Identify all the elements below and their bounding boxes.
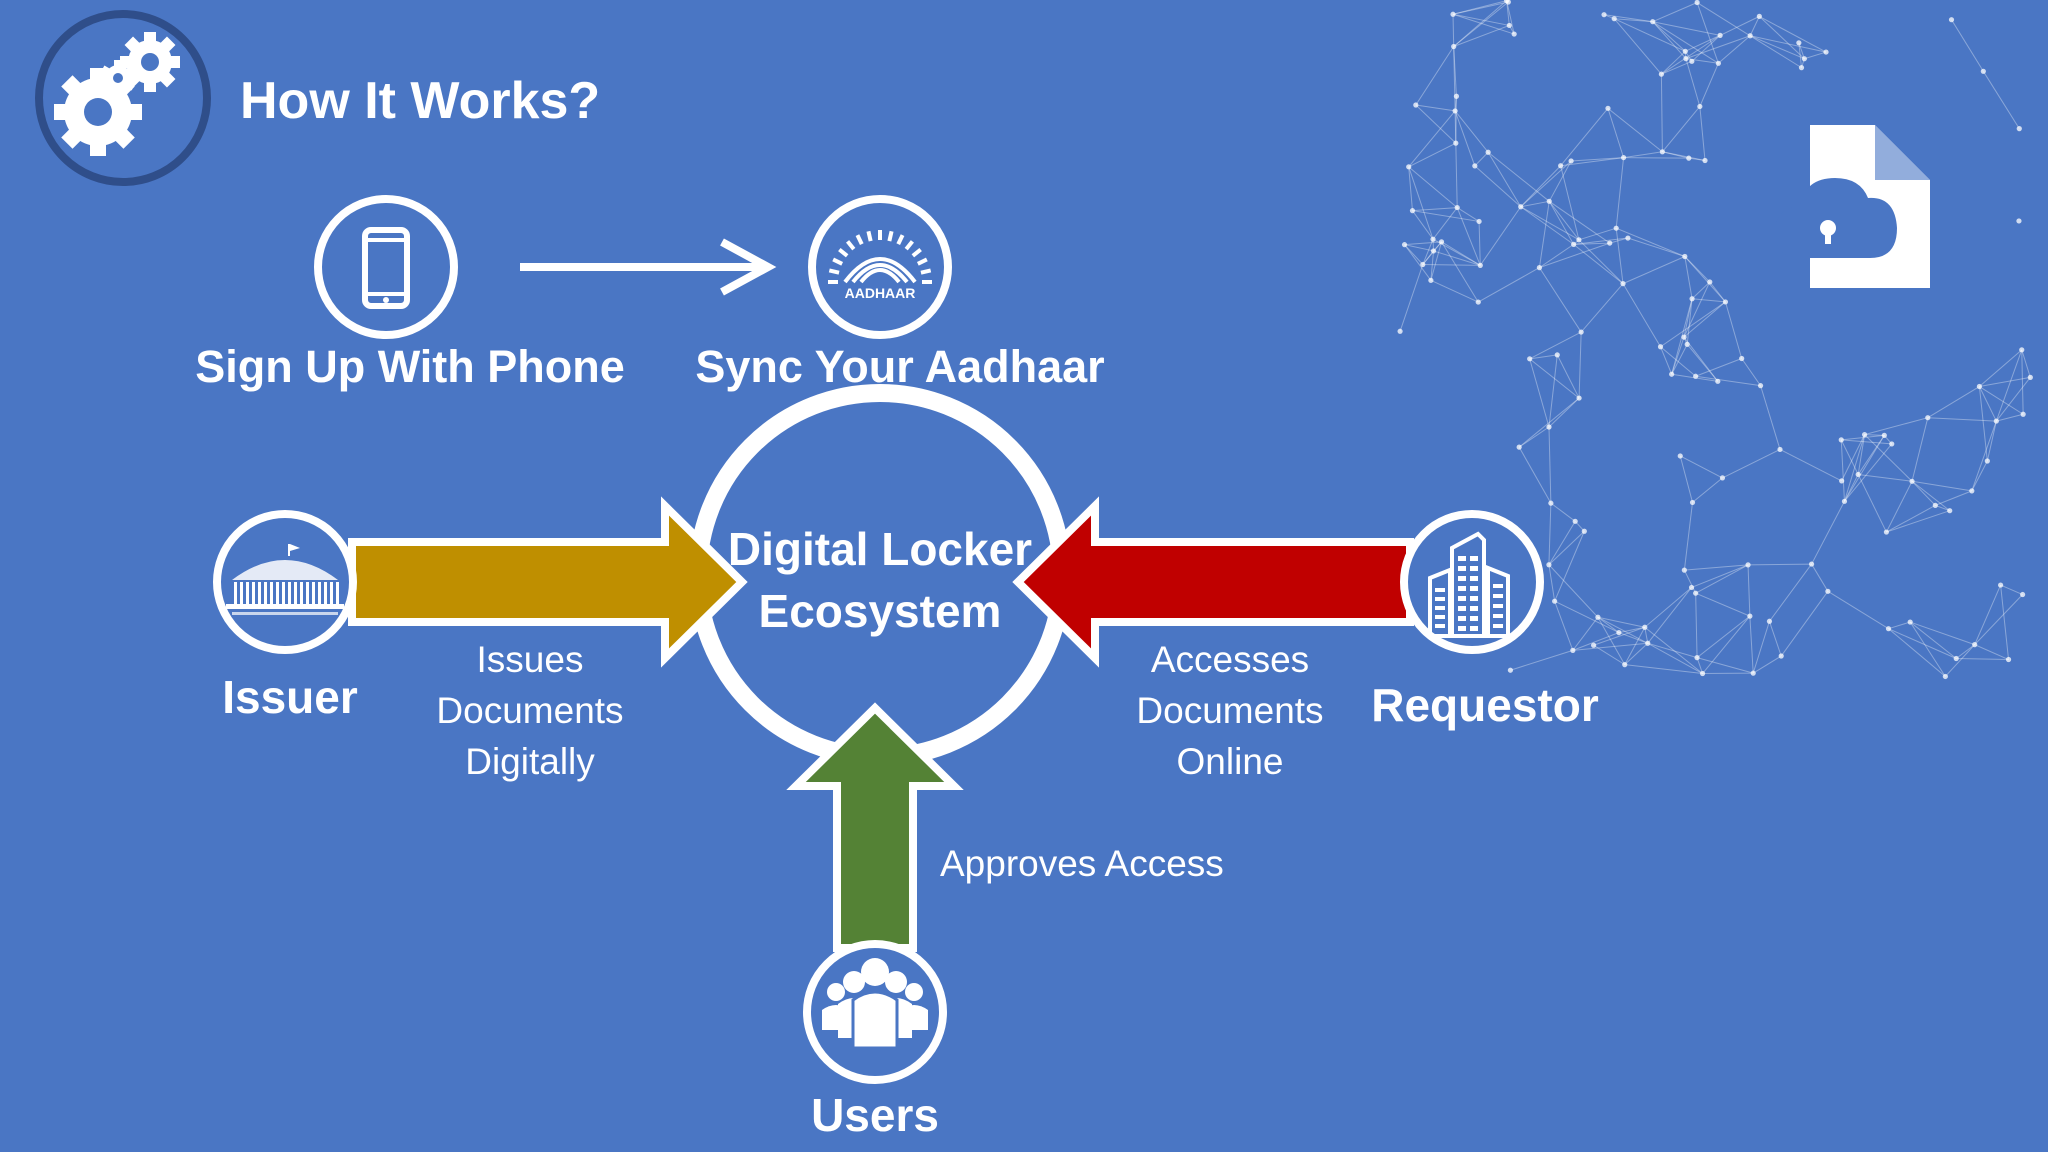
gears-icon [35,10,211,186]
ecosystem-title-line1: Digital Locker [727,523,1033,575]
cloud-lock-document-icon [1775,125,1930,288]
requestor-action-line: Documents [1136,690,1324,731]
network-background-decoration [1397,0,2033,680]
issuer-label: Issuer [222,671,358,723]
issuer-action-line: Issues [476,639,584,680]
signup-step-label: Sign Up With Phone [195,341,625,392]
parliament-icon [213,510,357,654]
aadhaar-logo-text: AADHAAR [845,285,916,301]
sync-step-label: Sync Your Aadhaar [695,341,1105,392]
requestor-arrow [1012,496,1414,668]
requestor-action-line: Online [1176,741,1284,782]
users-action-label: Approves Access [940,843,1224,884]
issuer-action-line: Digitally [465,741,595,782]
users-arrow [786,702,964,952]
requestor-action-line: Accesses [1150,639,1310,680]
requestor-label: Requestor [1371,679,1599,731]
issuer-arrow [348,496,748,668]
ecosystem-title-line2: Ecosystem [758,585,1002,637]
page-title: How It Works? [240,72,601,130]
users-label: Users [811,1089,939,1141]
issuer-action-line: Documents [436,690,624,731]
buildings-icon [1400,510,1544,654]
aadhaar-logo-icon: AADHAAR [808,195,952,339]
phone-icon [314,195,458,339]
users-group-icon [803,940,947,1084]
signup-to-sync-arrow [520,238,777,296]
